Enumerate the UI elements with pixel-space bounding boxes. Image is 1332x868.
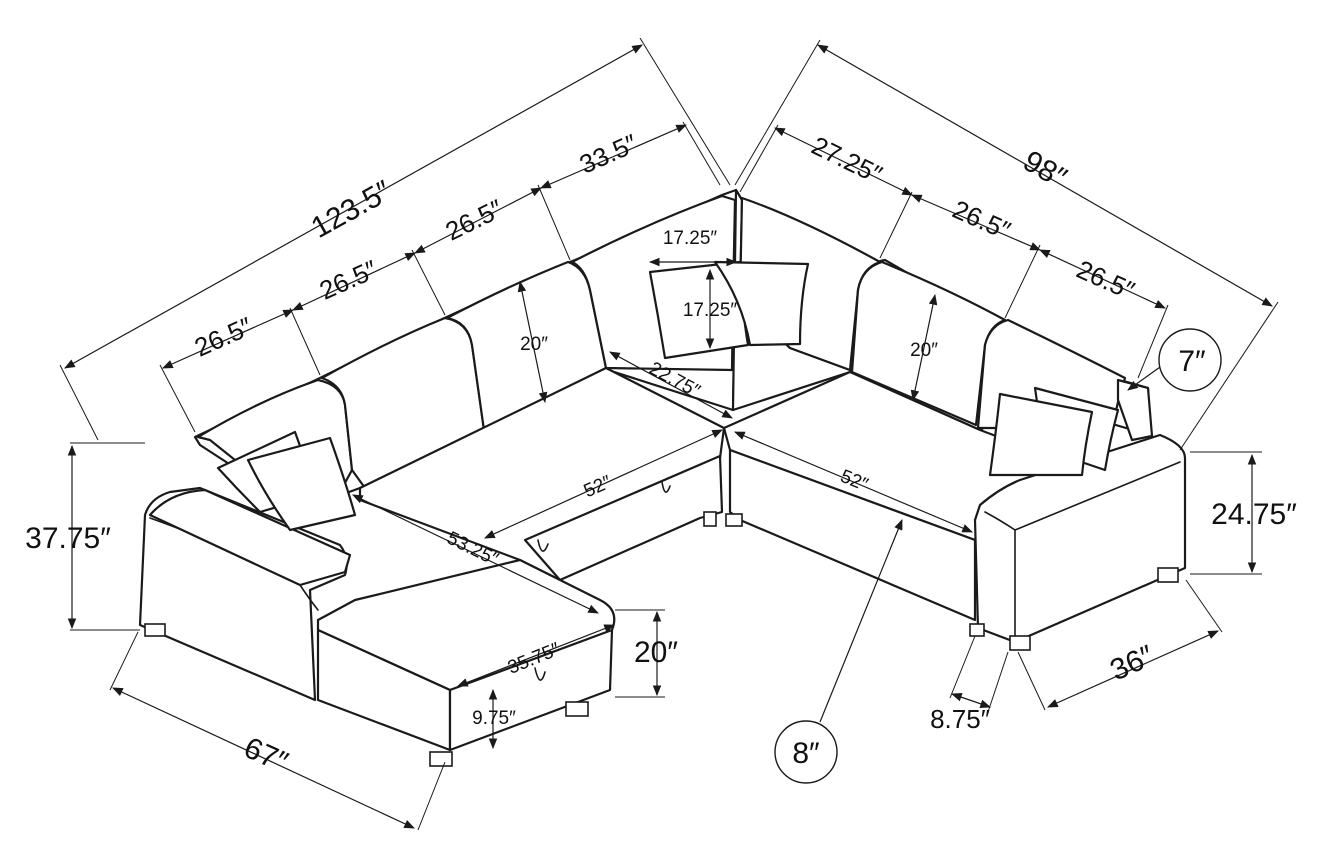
dimension-lines (59, 37, 1279, 831)
label-back-height-left: 20″ (520, 334, 548, 355)
label-overall-left: 123.5″ (306, 174, 397, 245)
label-callout-leg: 8″ (792, 737, 820, 770)
label-chaise-depth: 67″ (239, 731, 293, 779)
foot-2 (429, 751, 453, 767)
label-depth-right: 36″ (1105, 639, 1159, 687)
pillow-right-front (988, 392, 1094, 477)
right-arm (973, 433, 1187, 644)
label-seat-4: 33.5″ (575, 128, 642, 180)
callout-arm-circle (1158, 328, 1222, 392)
label-pillow-width: 17.25″ (663, 228, 718, 249)
label-seat-7: 26.5″ (1072, 254, 1139, 306)
foot-6 (969, 623, 985, 637)
label-seat-height: 20″ (634, 636, 678, 669)
foot-5 (725, 513, 743, 527)
label-overall-right: 98″ (1017, 144, 1072, 195)
pillow-corner-right (713, 260, 810, 347)
label-back-height-right: 20″ (910, 340, 938, 361)
right-arm-back (1116, 378, 1154, 442)
foot-7 (1009, 635, 1031, 651)
sectional-sofa (138, 188, 1187, 767)
chaise-arm-cap (148, 488, 352, 587)
label-leg-height: 9.75″ (472, 708, 516, 729)
label-seat-5: 27.25″ (807, 130, 887, 190)
label-seat-3: 26.5″ (441, 193, 508, 246)
label-arm-width: 8.75″ (930, 704, 990, 734)
foot-8 (1157, 567, 1179, 583)
pillow-left-front (246, 436, 357, 532)
callout-leg-circle (774, 720, 838, 784)
label-callout-arm: 7″ (1178, 345, 1206, 378)
label-seat-6: 26.5″ (948, 194, 1015, 246)
label-seat-2: 26.5″ (315, 254, 382, 306)
label-arm-height: 24.75″ (1211, 498, 1297, 531)
label-total-height: 37.75″ (25, 522, 111, 555)
label-pillow-height: 17.25″ (683, 300, 738, 321)
foot-1 (144, 623, 166, 637)
label-seat-1: 26.5″ (190, 311, 257, 363)
foot-3 (565, 701, 589, 717)
foot-4 (703, 511, 717, 527)
